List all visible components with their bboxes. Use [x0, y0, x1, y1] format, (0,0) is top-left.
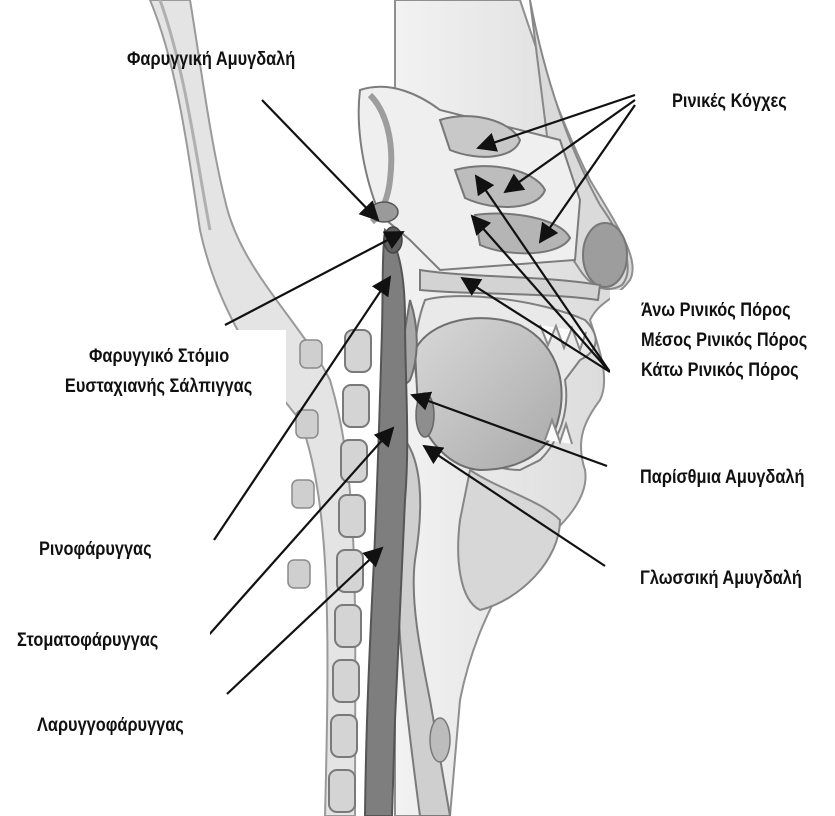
label-upper-meatus: Άνω Ρινικός Πόρος [641, 296, 807, 326]
label-lingual-tonsil: Γλωσσική Αμυγδαλή [640, 568, 802, 590]
label-oropharynx: Στοματοφάρυγγας [17, 630, 158, 652]
label-middle-meatus: Μέσος Ρινικός Πόρος [641, 326, 807, 356]
label-pharyngeal-tonsil: Φαρυγγική Αμυγδαλή [127, 49, 295, 71]
label-eustachian-opening-line2: Ευσταχιανής Σάλπιγγας [65, 372, 252, 402]
label-nasal-conchae: Ρινικές Κόγχες [672, 91, 787, 113]
label-nasopharynx: Ρινοφάρυγγας [39, 539, 152, 561]
label-lower-meatus: Κάτω Ρινικός Πόρος [641, 356, 807, 386]
label-eustachian-opening: Φαρυγγικό Στόμιο Ευσταχιανής Σάλπιγγας [89, 342, 252, 402]
label-laryngopharynx: Λαρυγγοφάρυγγας [37, 715, 184, 737]
label-eustachian-opening-line1: Φαρυγγικό Στόμιο [89, 342, 252, 372]
label-palatine-tonsil: Παρίσθμια Αμυγδαλή [640, 467, 804, 489]
label-nasal-meatuses: Άνω Ρινικός Πόρος Μέσος Ρινικός Πόρος Κά… [641, 296, 807, 386]
